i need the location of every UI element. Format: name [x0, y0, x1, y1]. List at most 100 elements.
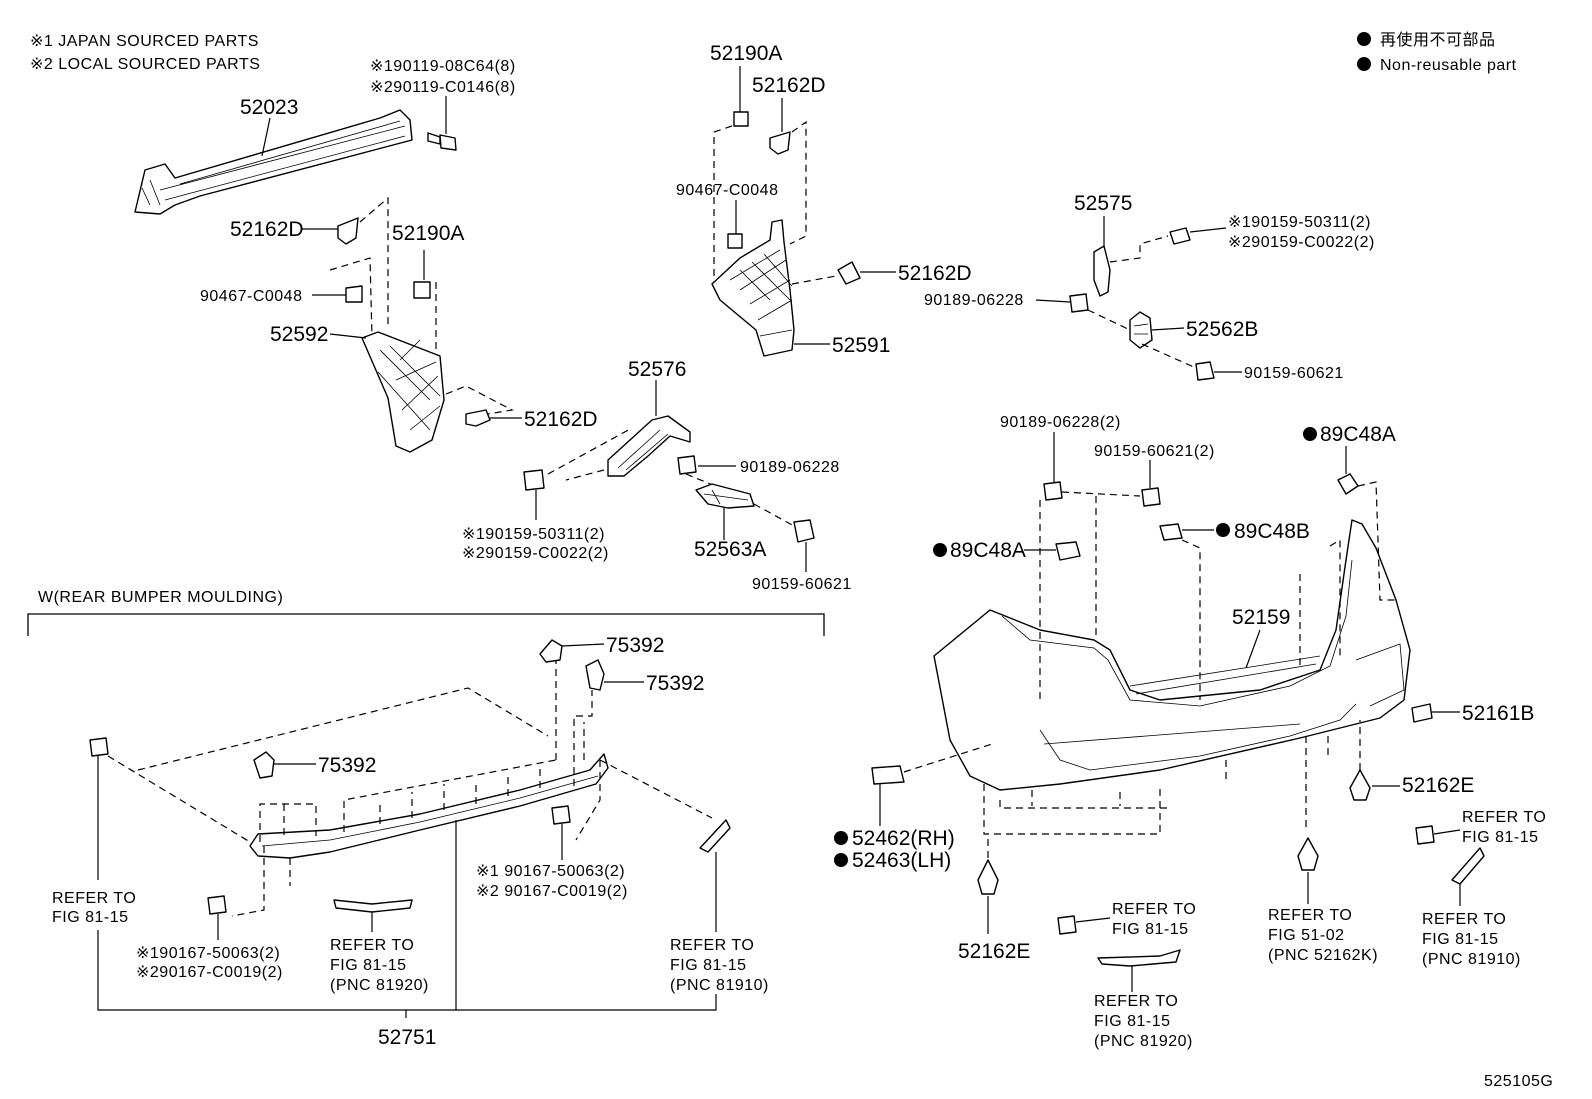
- ref-mould-mid-line3: (PNC 81920): [330, 977, 429, 994]
- moulding-piece-right-icon: [1451, 847, 1485, 885]
- leader-52159: [1245, 629, 1261, 669]
- bracket-52751: [97, 820, 717, 1018]
- ref-right-upper-line2: FIG 81-15: [1462, 829, 1539, 846]
- label-bolt-mid-1: ※190159-50311(2): [462, 526, 605, 543]
- label-52592: 52592: [270, 323, 328, 346]
- bolt-right-lower-icon: [1415, 825, 1435, 845]
- ref-bottom-upper-line2: FIG 81-15: [1112, 921, 1189, 938]
- clip-52162D-b-icon: [465, 409, 491, 427]
- bracket-52563A-shape: [695, 483, 755, 509]
- spacer-52576-shape: [607, 415, 691, 477]
- moulding-piece-mid-icon: [333, 899, 413, 913]
- ref-mould-mid-line2: FIG 81-15: [330, 957, 407, 974]
- figure-code: 525105G: [1484, 1073, 1553, 1090]
- bolt-90159-a-icon: [793, 519, 815, 543]
- screw-moulding-left-icon: [207, 895, 227, 915]
- label-90189-b: 90189-06228: [924, 292, 1024, 309]
- label-75392-b: 75392: [646, 672, 704, 695]
- retainer-52190A-b-icon: [733, 111, 749, 127]
- clip-75392-a-icon: [539, 639, 563, 663]
- seal-89C48B-icon: [1159, 523, 1183, 541]
- leader-52562B: [1151, 327, 1185, 331]
- non-reusable-dot-icon-52463: [834, 853, 848, 867]
- label-bolt-top-1: ※190119-08C64(8): [370, 58, 516, 75]
- moulding-piece-bottom-icon: [1097, 949, 1181, 967]
- ref-mould-right-line2: FIG 81-15: [670, 957, 747, 974]
- label-52190A-b: 52190A: [710, 42, 782, 65]
- label-52162D-d: 52162D: [898, 262, 972, 285]
- label-52190A-a: 52190A: [392, 222, 464, 245]
- label-bolt-right-1: ※190159-50311(2): [1228, 214, 1371, 231]
- ref-bottom-lower-line1: REFER TO: [1094, 993, 1178, 1010]
- legend-jp-text: 再使用不可部品: [1380, 31, 1496, 49]
- screw-90189-a-icon: [677, 455, 697, 475]
- screw-90189-b-icon: [1069, 293, 1089, 313]
- label-52463: 52463(LH): [852, 849, 951, 872]
- screw-90189-c-icon: [1043, 481, 1063, 501]
- label-52591: 52591: [832, 334, 890, 357]
- clip-52162K-icon: [1297, 837, 1319, 871]
- legend-jp-dot-icon: [1357, 32, 1371, 46]
- ref-bottom-upper-line1: REFER TO: [1112, 901, 1196, 918]
- bolt-mid-icon: [523, 469, 545, 491]
- ref-mould-mid-line1: REFER TO: [330, 937, 414, 954]
- clip-52162D-a-icon: [337, 217, 359, 245]
- clip-52162E-bottom-icon: [977, 859, 999, 895]
- clip-75392-c-icon: [253, 751, 275, 779]
- non-reusable-dot-icon-89C48A-left: [933, 543, 947, 557]
- label-bolt-90159-b: 90159-60621: [1244, 365, 1344, 382]
- legend-en-text: Non-reusable part: [1380, 57, 1517, 74]
- label-bolt-right-2: ※290159-C0022(2): [1228, 234, 1375, 251]
- bolt-right-icon: [1169, 227, 1191, 245]
- label-52162D-b: 52162D: [524, 408, 598, 431]
- label-52162D-a: 52162D: [230, 218, 304, 241]
- bumper-cover-52159-shape: [933, 519, 1411, 791]
- ref-bottom-lower-line2: FIG 81-15: [1094, 1013, 1171, 1030]
- bracket-52591-shape: [711, 219, 795, 357]
- leader-ref-right-upper: [1433, 829, 1461, 835]
- ref-51-02-line2: FIG 51-02: [1268, 927, 1345, 944]
- moulding-piece-right-mould-icon: [699, 819, 731, 853]
- screw-90467-b-icon: [727, 233, 743, 249]
- bracket-52562B-shape: [1129, 311, 1153, 349]
- ref-mould-right-line3: (PNC 81910): [670, 977, 769, 994]
- non-reusable-dot-icon-89C48B: [1216, 523, 1230, 537]
- section-title: W(REAR BUMPER MOULDING): [38, 589, 283, 606]
- leader-75392-a: [561, 643, 605, 647]
- label-screw-moulding-1: ※1 90167-50063(2): [476, 863, 625, 880]
- leader-bolt-right: [1189, 227, 1227, 233]
- label-bolt-90159-a: 90159-60621: [752, 576, 852, 593]
- label-90189-c: 90189-06228(2): [1000, 414, 1121, 431]
- label-52563A: 52563A: [694, 538, 766, 561]
- seal-89C48A-right-icon: [1337, 473, 1359, 495]
- label-52751: 52751: [378, 1026, 436, 1049]
- ref-right-lower-line1: REFER TO: [1422, 911, 1506, 928]
- label-52162E-bottom: 52162E: [958, 940, 1030, 963]
- label-screw-moulding-left-1: ※190167-50063(2): [136, 945, 280, 962]
- screw-90467-a-icon: [345, 285, 363, 303]
- clip-52162E-right-icon: [1349, 769, 1371, 801]
- leader-ref-bottom-upper: [1075, 917, 1111, 923]
- ref-right-upper-line1: REFER TO: [1462, 809, 1546, 826]
- ref-left-line1: REFER TO: [52, 890, 136, 907]
- pad-52462-icon: [871, 765, 905, 785]
- ref-right-lower-line2: FIG 81-15: [1422, 931, 1499, 948]
- bolt-90159-b-icon: [1195, 361, 1215, 381]
- screw-moulding-icon: [551, 805, 571, 825]
- label-52575: 52575: [1074, 192, 1132, 215]
- note-japan-sourced: ※1 JAPAN SOURCED PARTS: [30, 33, 259, 50]
- spacer-52575-shape: [1093, 245, 1111, 297]
- label-screw-moulding-2: ※2 90167-C0019(2): [476, 883, 628, 900]
- label-89C48A-right: 89C48A: [1320, 423, 1396, 446]
- label-screw-moulding-left-2: ※290167-C0019(2): [136, 964, 283, 981]
- label-90159-c: 90159-60621(2): [1094, 443, 1215, 460]
- legend: 再使用不可部品 Non-reusable part: [1357, 31, 1517, 74]
- retainer-52190A-a-icon: [413, 281, 431, 299]
- section-frame: [27, 613, 825, 636]
- ref-51-02-line3: (PNC 52162K): [1268, 947, 1378, 964]
- bolt-moulding-left-icon: [89, 737, 109, 757]
- leader-52592: [329, 333, 367, 339]
- label-52462: 52462(RH): [852, 827, 955, 850]
- ref-right-lower-line3: (PNC 81910): [1422, 951, 1521, 968]
